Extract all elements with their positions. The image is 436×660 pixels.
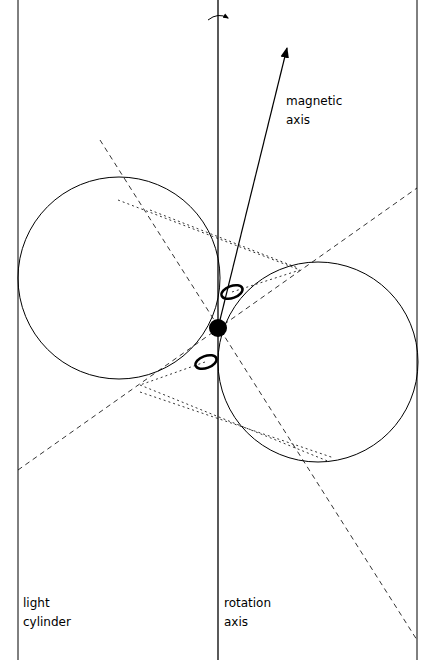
dashed-line	[100, 140, 417, 640]
field-loop	[218, 262, 418, 462]
dotted-line	[140, 385, 330, 462]
polar-cap	[194, 353, 219, 372]
light-cylinder-line	[18, 0, 19, 660]
field-loop	[18, 177, 220, 379]
light-cylinder-line	[417, 0, 418, 660]
dashed-line	[18, 188, 417, 470]
dotted-line	[140, 392, 334, 458]
dotted-line	[150, 210, 298, 268]
axis-label: light cylinder	[23, 594, 87, 632]
polar-cap	[220, 283, 245, 302]
axis-label: magnetic axis	[286, 92, 350, 130]
neutron-star	[209, 319, 227, 337]
axis-label: rotation axis	[224, 594, 288, 632]
rotation-arrow	[208, 15, 228, 20]
dotted-line	[118, 200, 300, 270]
magnetic-axis-arrow	[218, 48, 287, 328]
